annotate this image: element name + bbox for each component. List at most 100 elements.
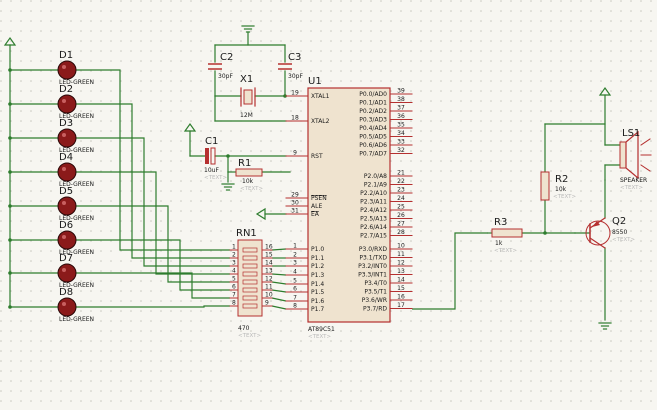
led-4-cathode-wire: [76, 171, 230, 275]
led-4-body: [57, 162, 77, 182]
rn1-to-p1-wire: [271, 281, 287, 285]
u1-pin-name: P2.1/A9: [364, 182, 387, 189]
c1-plate: [210, 147, 216, 165]
c1-ref: C1: [205, 136, 218, 147]
u1-pin-name: P0.5/AD5: [359, 134, 387, 141]
r3-ref: R3: [494, 217, 507, 228]
u1-pin-num: 16: [397, 294, 405, 301]
u1-pin-num: 26: [397, 212, 405, 219]
led-6-body: [57, 230, 77, 250]
led-6-ref: D6: [59, 220, 73, 231]
led-rail-junction: [8, 271, 12, 275]
u1-pin-num: 21: [397, 170, 405, 177]
rn1-pin-num-left: 3: [232, 260, 236, 267]
rn1-pin-num-left: 2: [232, 252, 236, 259]
led-7-ref: D7: [59, 253, 73, 264]
rn1-element: [242, 255, 258, 261]
led-rail-junction: [8, 136, 12, 140]
r1-body: [235, 168, 263, 177]
led-5-ref: D5: [59, 186, 73, 197]
x1-ref: X1: [240, 74, 253, 85]
u1-pin-name: P2.7/A15: [360, 233, 387, 240]
led-3-ref: D3: [59, 118, 73, 129]
rn1-to-p1-wire: [271, 289, 287, 293]
rn1-to-p1-wire: [271, 273, 287, 276]
q2-value: 8550: [612, 229, 627, 236]
q2-ref: Q2: [612, 216, 626, 227]
led-1-highlight: [62, 65, 66, 69]
rn1-value: 470: [238, 325, 250, 332]
rn1-pin-num-right: 14: [265, 260, 273, 267]
rn1-pin-num-right: 10: [265, 292, 273, 299]
u1-pin-num: 38: [397, 96, 405, 103]
c2-value: 30pF: [218, 73, 233, 80]
q2-text: <TEXT>: [612, 237, 635, 243]
c3-ref: C3: [288, 52, 301, 63]
u1-pin-num: 36: [397, 113, 405, 120]
led-6-value: LED-GREEN: [59, 249, 94, 256]
u1-pin-name: P1.6: [311, 298, 324, 305]
led-8-highlight: [62, 302, 66, 306]
u1-pin-name: P3.3/INT1: [358, 272, 387, 279]
ls1-text: <TEXT>: [620, 185, 643, 191]
u1-pin-name: P3.2/INT0: [358, 263, 387, 270]
r3-text: <TEXT>: [494, 248, 517, 254]
rn1-body: [237, 239, 263, 317]
rn1-pin-num-right: 11: [265, 284, 273, 291]
led-rail-junction: [8, 305, 12, 309]
led-7-value: LED-GREEN: [59, 282, 94, 289]
led-2-cathode-wire: [76, 103, 230, 259]
u1-pin-num: 25: [397, 204, 405, 211]
rn1-pin-num-left: 5: [232, 276, 236, 283]
u1-pin-name: P3.0/RXD: [359, 246, 387, 253]
ls1-cone: [625, 130, 639, 180]
r1-ref: R1: [238, 158, 251, 169]
u1-pin-num: 14: [397, 277, 405, 284]
led-2-body: [57, 94, 77, 114]
rn1-pin-num-left: 6: [232, 284, 236, 291]
u1-pin-name: P0.2/AD2: [359, 108, 387, 115]
led-rail-junction: [8, 170, 12, 174]
u1-pin-name: P2.3/A11: [360, 199, 387, 206]
rn1-element: [242, 247, 258, 253]
u1-pin-name: XTAL2: [311, 118, 330, 125]
u1-pin-name: RST: [311, 153, 323, 160]
rn1-text: <TEXT>: [238, 333, 261, 339]
rn1-to-p1-wire: [271, 248, 287, 251]
u1-pin-name: P0.6/AD6: [359, 142, 387, 149]
rn1-pin-num-right: 15: [265, 252, 273, 259]
rn1-pin-num-left: 8: [232, 300, 236, 307]
r2-value: 10k: [555, 186, 567, 193]
led-3-highlight: [62, 133, 66, 137]
u1-pin-num: 18: [291, 115, 299, 122]
junction-dot: [283, 94, 287, 98]
u1-pin-num: 31: [291, 208, 299, 215]
u1-pin-name: P0.7/AD7: [359, 151, 387, 158]
u1-pin-num: 33: [397, 139, 405, 146]
u1-pin-name: EA: [311, 211, 320, 218]
u1-pin-num: 30: [291, 200, 299, 207]
led-3-value: LED-GREEN: [59, 147, 94, 154]
x1-value: 12M: [240, 112, 253, 119]
u1-pin-num: 23: [397, 187, 405, 194]
u1-pin-name: P3.7/RD: [363, 306, 387, 313]
led-6-highlight: [62, 235, 66, 239]
led-5-cathode-wire: [76, 205, 230, 283]
rn1-pin-num-left: 4: [232, 268, 236, 275]
u1-pin-num: 32: [397, 147, 405, 154]
u1-pin-name: P3.1/TXD: [359, 255, 387, 262]
led-1-body: [57, 60, 77, 80]
u1-pin-num: 12: [397, 260, 405, 267]
u1-pin-num: 15: [397, 285, 405, 292]
ls1-wave: [640, 138, 651, 146]
led-4-highlight: [62, 167, 66, 171]
q2-collector: [589, 237, 606, 249]
u1-pin-num: 35: [397, 122, 405, 129]
rn1-to-p1-wire: [271, 305, 287, 310]
u1-pin-num: 11: [397, 251, 405, 258]
u1-pin-num: 27: [397, 221, 405, 228]
u1-pin-name: P2.2/A10: [360, 190, 387, 197]
rn1-pin-num-left: 1: [232, 244, 236, 251]
wires-layer: [3, 25, 621, 330]
